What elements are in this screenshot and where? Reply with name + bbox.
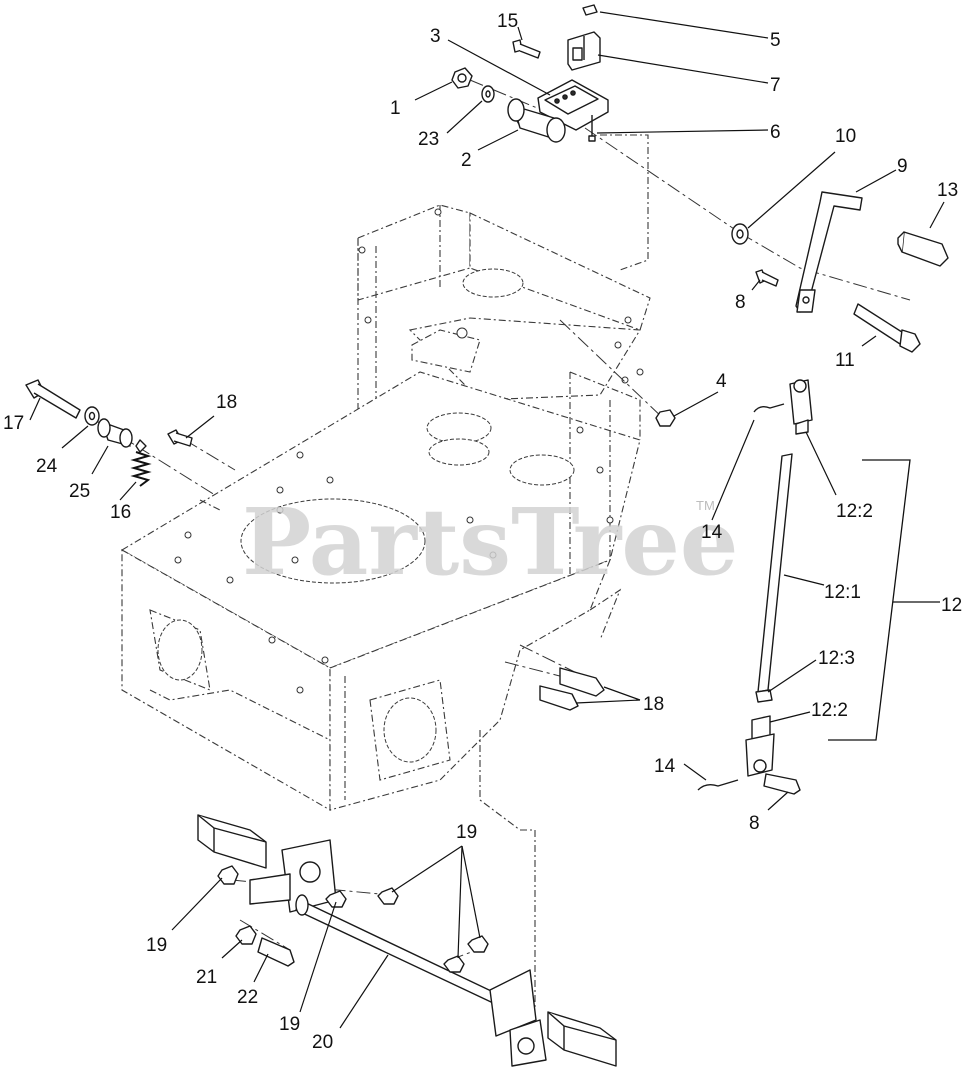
callout-18-lower: 18 xyxy=(643,694,664,715)
callout-5: 5 xyxy=(770,30,781,51)
part-1-nut xyxy=(451,67,473,89)
part-19-nuts xyxy=(217,865,489,973)
callout-20: 20 xyxy=(312,1032,333,1053)
callout-14-upper: 14 xyxy=(701,522,723,543)
callout-14-lower: 14 xyxy=(654,756,676,777)
callout-8-lower: 8 xyxy=(749,813,760,834)
leader-lines xyxy=(29,11,945,1029)
part-25-spacer xyxy=(97,418,133,448)
part-7-bracket xyxy=(567,31,601,71)
part-block-left xyxy=(197,814,267,869)
callout-15: 15 xyxy=(497,11,518,32)
callout-24: 24 xyxy=(36,456,58,477)
part-18-bolt-upper xyxy=(167,429,193,447)
part-6-screw xyxy=(588,115,596,142)
callout-13: 13 xyxy=(937,180,958,201)
callout-12-3: 12:3 xyxy=(818,648,855,669)
callout-8-upper: 8 xyxy=(735,292,746,313)
part-2-bushing xyxy=(507,98,566,143)
callout-19-bottom: 19 xyxy=(279,1014,300,1035)
part-10-washer xyxy=(731,223,749,245)
partstree-watermark: PartsTree xyxy=(242,488,738,596)
callout-23: 23 xyxy=(418,129,439,150)
part-left-bracket xyxy=(249,839,337,913)
callout-12-1: 12:1 xyxy=(824,582,861,603)
callout-9: 9 xyxy=(897,156,908,177)
callout-12: 12 xyxy=(941,595,962,616)
callout-11: 11 xyxy=(835,350,855,371)
callout-18-upper: 18 xyxy=(216,392,237,413)
callout-19-top: 19 xyxy=(456,822,477,843)
part-22-bolt xyxy=(257,937,295,967)
callout-22: 22 xyxy=(237,987,258,1008)
part-24-washer xyxy=(84,406,100,426)
part-block-right xyxy=(547,1011,617,1067)
part-11-bolt xyxy=(853,303,921,353)
callout-16: 16 xyxy=(110,502,131,523)
callout-12-2-upper: 12:2 xyxy=(836,501,873,522)
part-18-bolts-lower xyxy=(539,667,605,711)
callout-7: 7 xyxy=(770,75,781,96)
part-right-bracket xyxy=(489,969,547,1067)
part-9-lever xyxy=(795,191,863,313)
callout-2: 2 xyxy=(461,150,472,171)
part-4-nut xyxy=(655,409,676,427)
callout-4: 4 xyxy=(716,371,727,392)
callout-19-left: 19 xyxy=(146,935,167,956)
callout-21: 21 xyxy=(196,967,217,988)
frame-phantom xyxy=(120,134,651,1010)
callout-3: 3 xyxy=(430,26,441,47)
part-21-nut xyxy=(235,925,257,945)
watermark-trademark: TM xyxy=(696,498,715,513)
part-16-spring xyxy=(130,439,152,487)
part-23-washer xyxy=(481,85,495,103)
part-15-bolt xyxy=(512,39,541,59)
callout-10: 10 xyxy=(835,126,856,147)
callout-12-2-lower: 12:2 xyxy=(811,700,848,721)
assembly-12-bracket xyxy=(828,459,940,741)
part-12-rod-assembly xyxy=(697,379,813,795)
part-5-clip xyxy=(582,4,598,16)
callout-6: 6 xyxy=(770,122,781,143)
part-13-grip xyxy=(897,231,949,267)
callout-17: 17 xyxy=(3,413,24,434)
callout-1: 1 xyxy=(390,98,401,119)
frame-holes xyxy=(174,208,644,694)
part-17-bolt xyxy=(25,379,81,419)
part-8-pin-upper xyxy=(755,269,779,287)
callout-labels: 15 3 5 7 6 1 23 2 10 9 13 8 11 4 18 17 2… xyxy=(3,11,962,1053)
callout-25: 25 xyxy=(69,481,90,502)
